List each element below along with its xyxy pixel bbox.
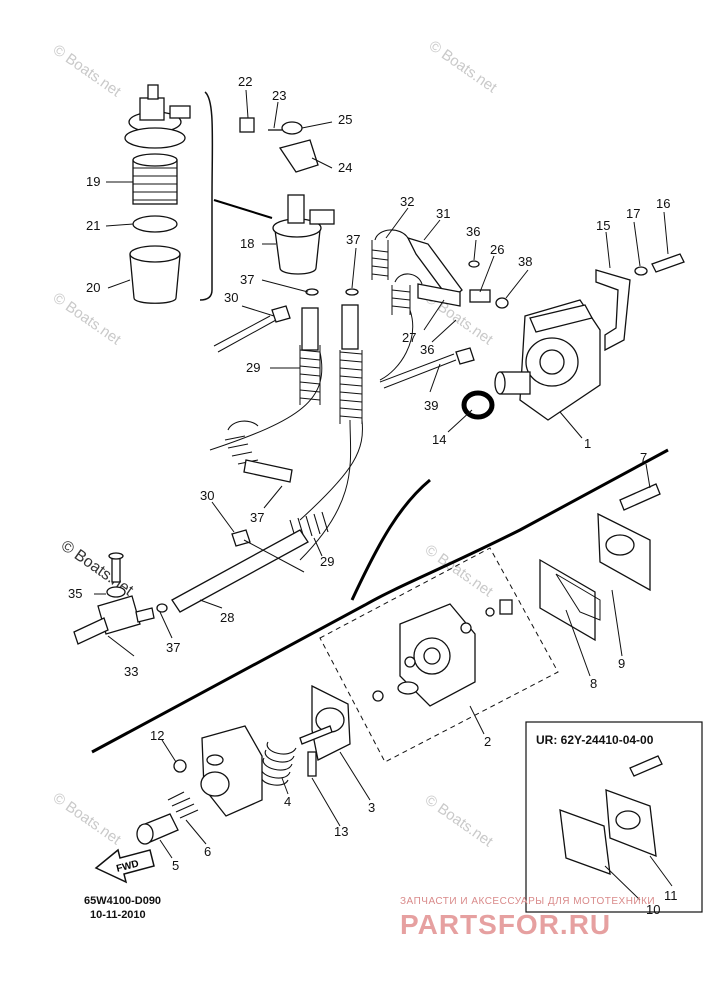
callout: 21 [86,218,100,233]
callout: 33 [124,664,138,679]
callout: 14 [432,432,446,447]
brand-watermark: ЗАПЧАСТИ И АКСЕССУАРЫ ДЛЯ МОТОТЕХНИКИ PA… [400,896,700,941]
callout: 13 [334,824,348,839]
callout: 18 [240,236,254,251]
callout: 1 [584,436,591,451]
callout: 37 [166,640,180,655]
watermark: © Boats.net [50,789,125,848]
callout: 35 [68,586,82,601]
callout: 37 [250,510,264,525]
fuel-pump-main [461,253,685,421]
watermark: © Boats.net [422,791,497,850]
fwd-arrow-icon: FWD [94,848,155,884]
callout: 39 [424,398,438,413]
callout: 16 [656,196,670,211]
brand-logo: PARTSFOR.RU [400,909,612,940]
callout: 38 [518,254,532,269]
callout: 25 [338,112,352,127]
fuel-hoses [171,229,463,613]
callout: 30 [224,290,238,305]
callout: 30 [200,488,214,503]
watermark: © Boats.net [50,289,125,348]
callout: 32 [400,194,414,209]
callout: 24 [338,160,352,175]
fwd-label: FWD [115,859,140,875]
diagram-date: 10-11-2010 [90,909,146,921]
callout-labels: 22 23 25 24 19 21 18 20 37 37 30 29 32 3… [68,74,678,917]
callout: 11 [664,888,678,903]
cable-ties [213,305,475,573]
callout: 22 [238,74,252,89]
leader-lines [94,89,669,859]
callout: 12 [150,728,164,743]
inset-cover-parts [559,755,673,901]
callout: 23 [272,88,286,103]
pump-body-2 [372,599,513,707]
fuel-filter-exploded [124,84,191,304]
callout: 37 [240,272,254,287]
callout: 19 [86,174,100,189]
diagram-id-block: 65W4100-D090 10-11-2010 [84,894,161,922]
brand-subtitle: ЗАПЧАСТИ И АКСЕССУАРЫ ДЛЯ МОТОТЕХНИКИ [400,896,656,907]
callout: 8 [590,676,597,691]
callout: 4 [284,794,291,809]
section-curve [350,478,431,601]
callout: 17 [626,206,640,221]
callout: 36 [466,224,480,239]
fuel-joint-33 [73,552,168,645]
callout: 5 [172,858,179,873]
filter-bracket [199,91,214,301]
callout: 26 [490,242,504,257]
callout: 29 [246,360,260,375]
pump-cover-plates [539,483,661,642]
filter-arrow [213,199,273,219]
lower-pump-parts [136,684,351,845]
callout: 2 [484,734,491,749]
callout: 9 [618,656,625,671]
callout: 28 [220,610,234,625]
callout: 29 [320,554,334,569]
callout: 31 [436,206,450,221]
callout: 3 [368,800,375,815]
callout: 10 [646,902,660,917]
watermark: © Boats.net [426,37,501,96]
diagram-code: 65W4100-D090 [84,895,162,907]
inset-box [525,721,703,913]
fuel-filter-18 [239,117,359,296]
callout: 36 [420,342,434,357]
inset-part-number: UR: 62Y-24410-04-00 [536,733,654,747]
section-divider [91,448,669,754]
callout: 37 [346,232,360,247]
callout: 6 [204,844,211,859]
callout: 20 [86,280,100,295]
callout: 15 [596,218,610,233]
callout: 7 [640,450,647,465]
watermark: © Boats.net [50,41,125,100]
callout: 27 [402,330,416,345]
assembly-box [319,547,559,763]
